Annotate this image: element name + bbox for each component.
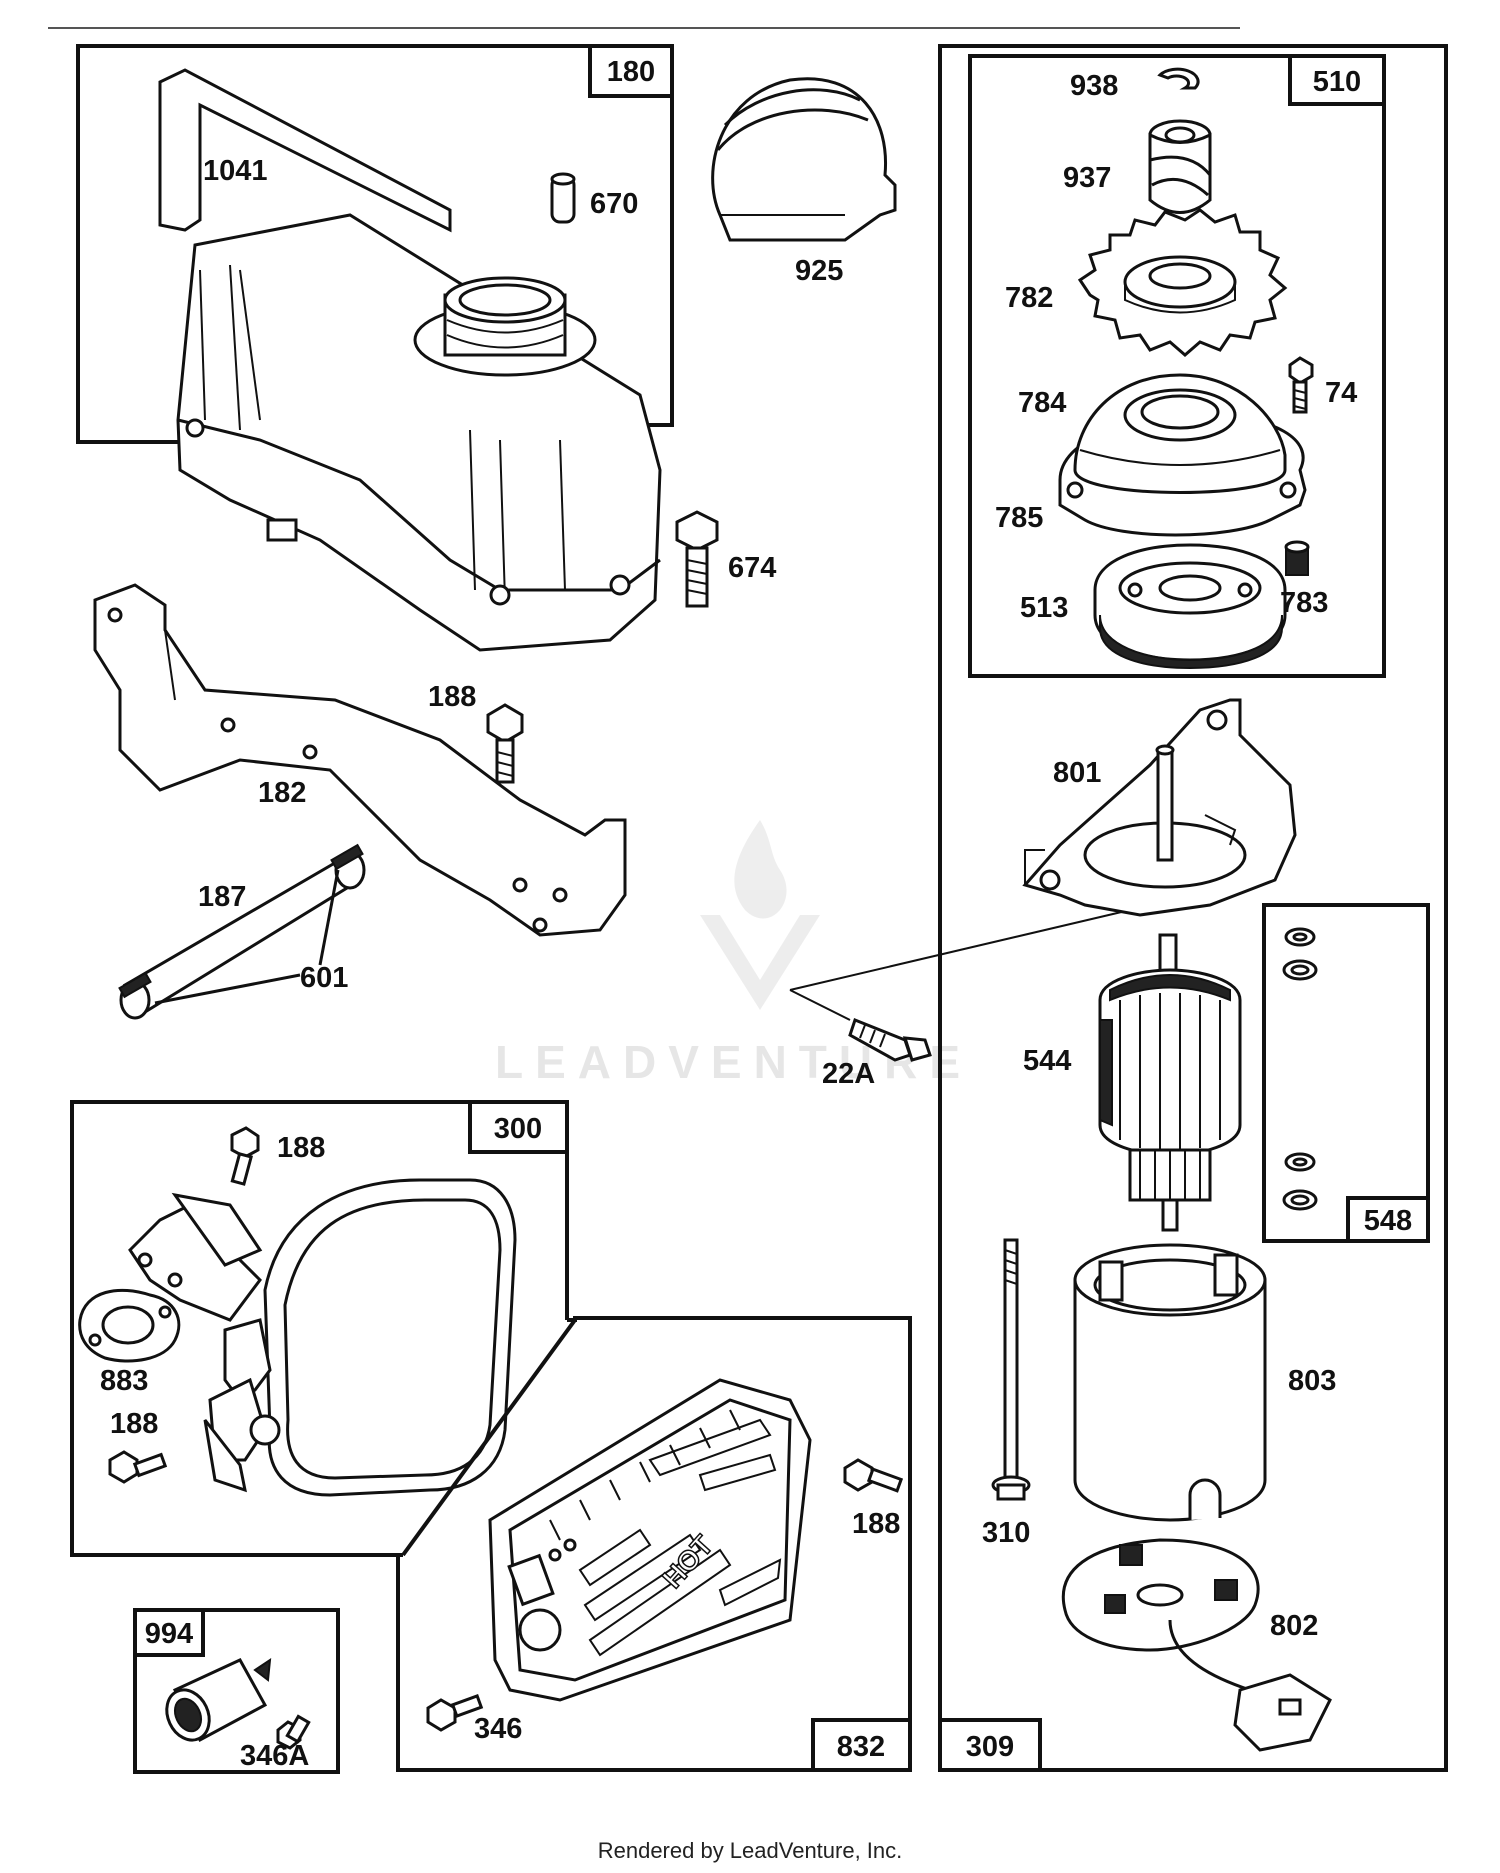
callout-544: 544: [1023, 1045, 1071, 1077]
part-188-bolt-muffler-left: [108, 1450, 168, 1484]
callout-883: 883: [100, 1365, 148, 1397]
callout-601: 601: [300, 962, 348, 994]
part-188-bolt-shield: [843, 1458, 904, 1493]
part-74-screw: [1288, 356, 1314, 414]
group-box-180-tag: [588, 44, 674, 98]
group-label-300: 300: [494, 1113, 542, 1145]
group-box-309-tag: [938, 1718, 1042, 1772]
part-heat-shield: HOT: [488, 1378, 812, 1702]
group-label-548: 548: [1364, 1205, 1412, 1237]
group-300: 300: [70, 1100, 569, 1557]
group-label-832: 832: [837, 1731, 885, 1763]
part-187-fuel-line: [118, 843, 366, 1020]
callout-182: 182: [258, 777, 306, 809]
group-label-994: 994: [145, 1618, 193, 1650]
callout-187: 187: [198, 881, 246, 913]
callout-188-muffler-left: 188: [110, 1408, 158, 1440]
muffler: [128, 1178, 517, 1497]
part-783-pinion: [1284, 540, 1310, 576]
callout-802: 802: [1270, 1610, 1318, 1642]
group-box-510-tag: [1288, 54, 1386, 106]
group-548: 548: [1262, 903, 1430, 1243]
part-188-bolt-upper: [486, 703, 524, 784]
part-994-arrestor: [165, 1657, 272, 1743]
group-994: 994: [133, 1608, 340, 1774]
group-box-548-tag: [1346, 1196, 1430, 1243]
callout-1041: 1041: [203, 155, 268, 187]
callout-346a: 346A: [240, 1740, 309, 1772]
callout-188-muffler-top: 188: [277, 1132, 325, 1164]
part-548-washers: [1282, 927, 1318, 1211]
callout-188-shield: 188: [852, 1508, 900, 1540]
callout-346: 346: [474, 1713, 522, 1745]
part-937-helix: [1148, 119, 1212, 214]
callout-785: 785: [995, 502, 1043, 534]
callout-74: 74: [1325, 377, 1357, 409]
callout-938: 938: [1070, 70, 1118, 102]
group-box-548-frame: [1262, 903, 1430, 1243]
part-674-bolt: [675, 510, 719, 608]
group-label-180: 180: [607, 56, 655, 88]
part-803-housing: [1073, 1243, 1267, 1522]
callout-937: 937: [1063, 162, 1111, 194]
group-divider: [401, 1318, 577, 1557]
group-box-300-tag: [468, 1100, 569, 1154]
heat-shield-louvers: [578, 1418, 782, 1657]
callout-670: 670: [590, 188, 638, 220]
part-188-bolt-muffler-top: [230, 1126, 260, 1186]
part-22a-screw: [789, 909, 1131, 1062]
callout-22a: 22A: [822, 1058, 875, 1090]
group-label-510: 510: [1313, 66, 1361, 98]
part-182-bracket: [93, 583, 627, 937]
callout-784: 784: [1018, 387, 1066, 419]
callout-188-upper: 188: [428, 681, 476, 713]
part-802-brush-plate: [1061, 1538, 1332, 1752]
part-346-bolt: [426, 1693, 484, 1732]
part-801-end-cap: [1022, 698, 1297, 917]
part-670-sleeve: [550, 172, 576, 224]
group-box-994-tag: [133, 1608, 205, 1657]
part-784-cover: [1073, 373, 1287, 494]
part-925-cover: [711, 77, 897, 242]
leader-601: [154, 869, 340, 1005]
group-box-180-frame: [76, 44, 674, 444]
callout-783: 783: [1280, 587, 1328, 619]
group-box-994-frame: [133, 1608, 340, 1774]
group-309: 309: [938, 44, 1448, 1772]
group-180: 180: [76, 44, 674, 444]
group-box-300-frame: [70, 1100, 569, 1557]
callout-513: 513: [1020, 592, 1068, 624]
part-310-through-bolt: [991, 1238, 1031, 1501]
group-label-309: 309: [966, 1731, 1014, 1763]
part-346a-screw: [276, 1714, 311, 1750]
callout-310: 310: [982, 1517, 1030, 1549]
callout-801: 801: [1053, 757, 1101, 789]
part-883-gasket: [78, 1288, 181, 1363]
footer-credit: Rendered by LeadVenture, Inc.: [598, 1838, 903, 1863]
part-938-clip: [1157, 67, 1200, 90]
callout-803: 803: [1288, 1365, 1336, 1397]
fuel-tank: [176, 213, 662, 652]
group-box-510-frame: [968, 54, 1386, 678]
callout-925: 925: [795, 255, 843, 287]
group-box-309-frame: [938, 44, 1448, 1772]
callout-674: 674: [728, 552, 776, 584]
part-782-gear: [1077, 208, 1288, 357]
part-544-armature: [1098, 933, 1242, 1232]
callout-782: 782: [1005, 282, 1053, 314]
part-513-ring-gear: [1093, 543, 1287, 670]
part-1041-rod: [158, 68, 452, 233]
group-510: 510: [968, 54, 1386, 678]
group-box-832-tag: [811, 1718, 912, 1772]
